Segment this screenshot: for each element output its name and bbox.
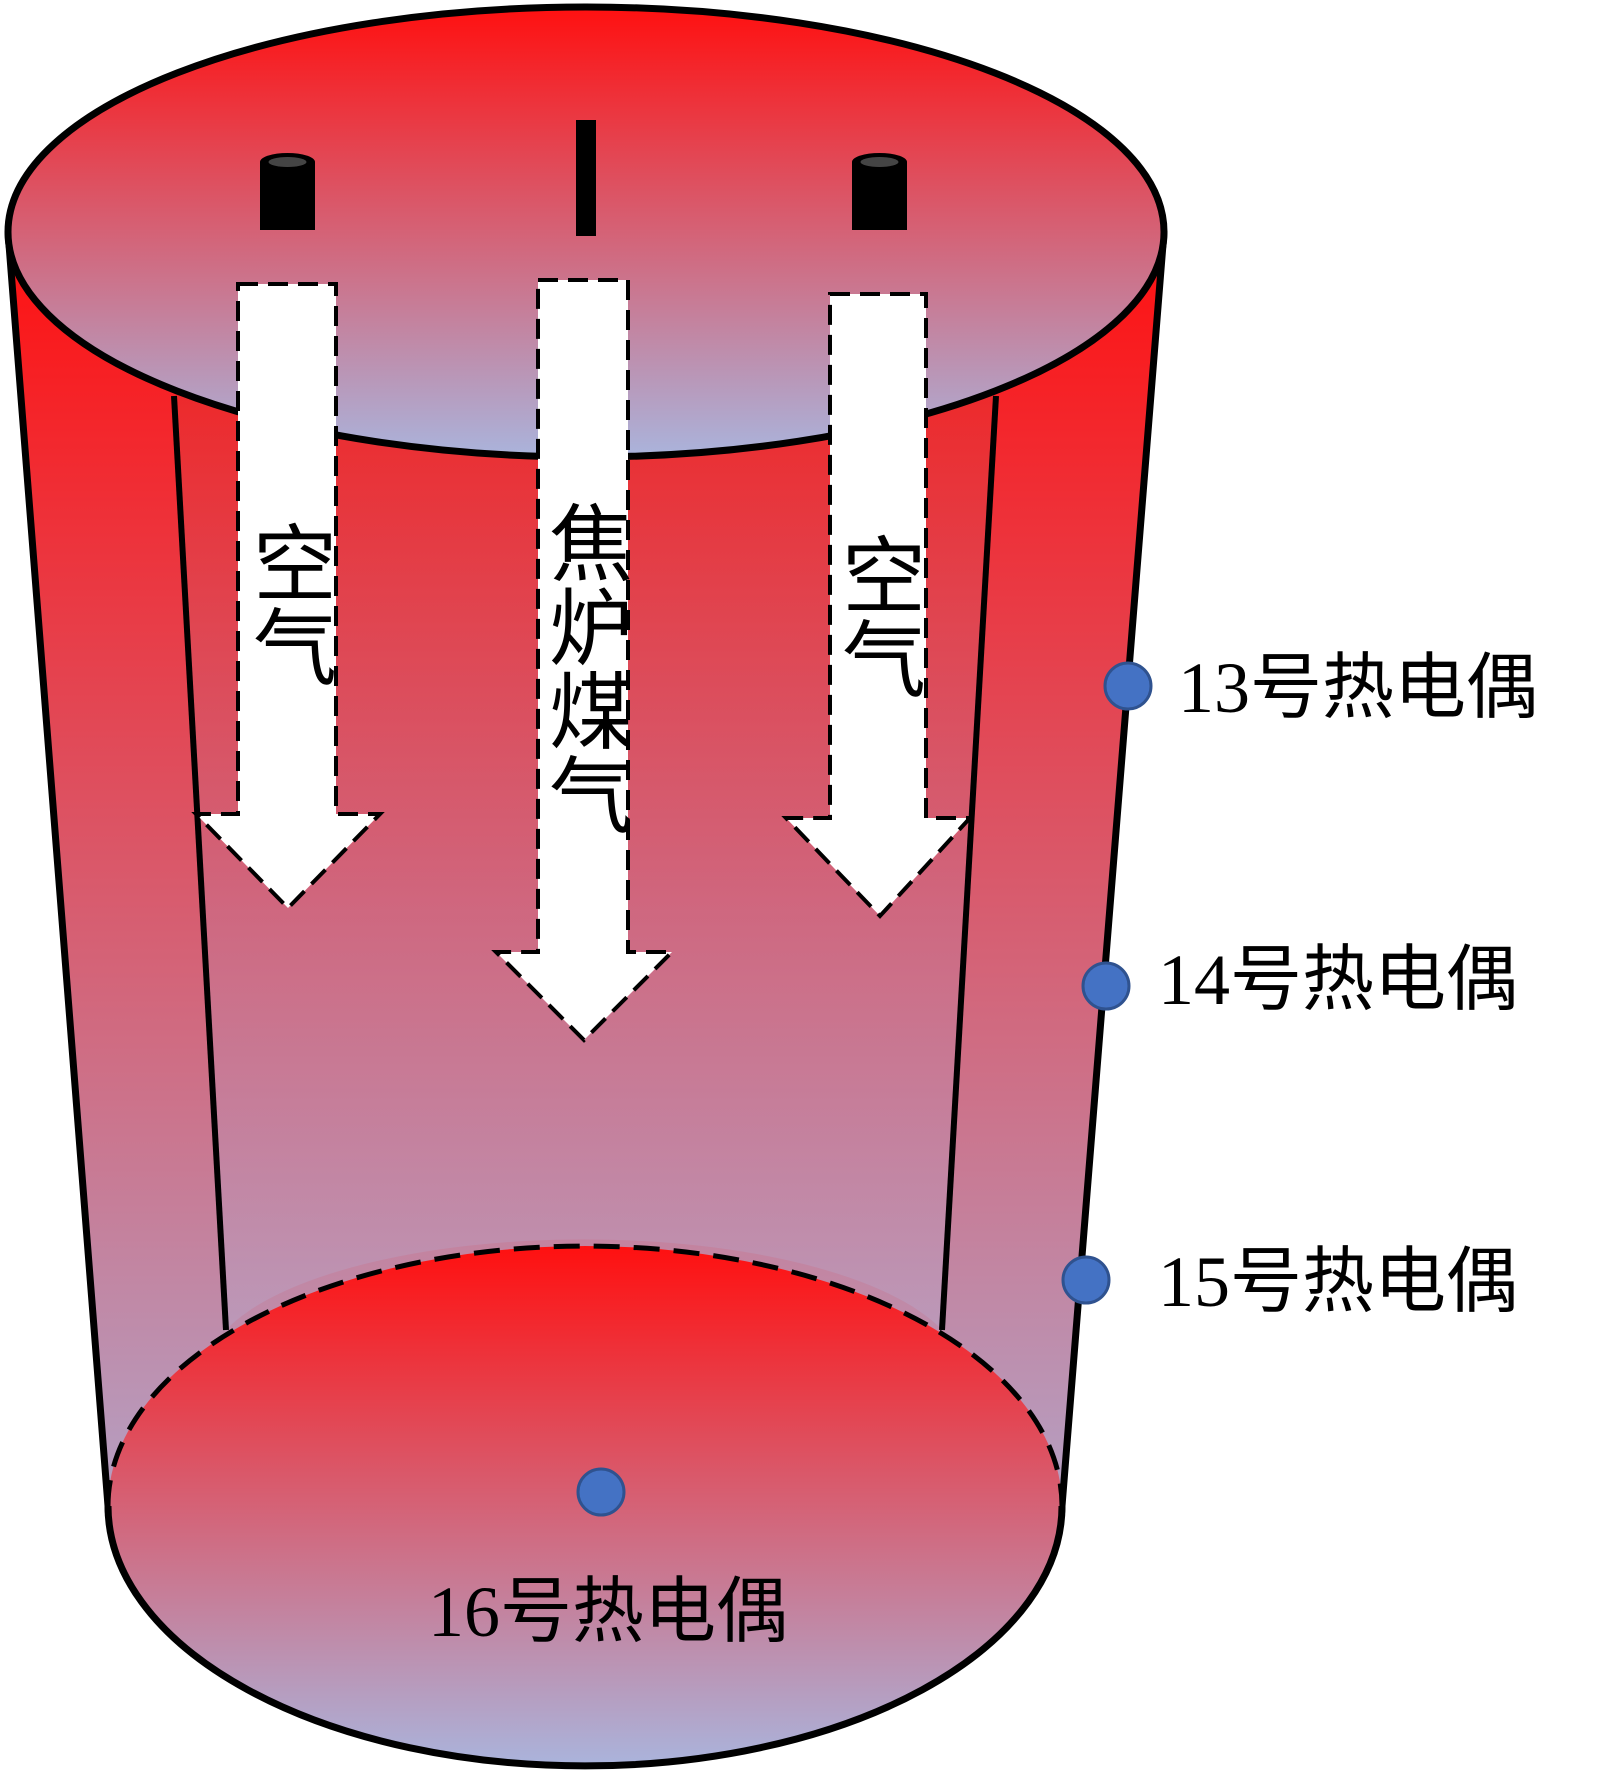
flow-label-left: 空气 xyxy=(241,520,335,688)
inner-wall-left xyxy=(171,395,229,1331)
thermocouple-15-label: 15号热电偶 xyxy=(1158,1242,1518,1322)
nozzle-left xyxy=(260,153,315,230)
thermocouple-13-marker xyxy=(1103,661,1153,711)
thermocouple-15-marker xyxy=(1061,1255,1111,1305)
inner-wall-right xyxy=(939,395,999,1331)
nozzle-center xyxy=(576,120,596,236)
thermocouple-14-label: 14号热电偶 xyxy=(1158,940,1518,1020)
thermocouple-14-marker xyxy=(1081,961,1131,1011)
thermocouple-16-marker xyxy=(576,1467,626,1517)
bottom-rim-back xyxy=(105,1243,1065,1507)
flow-label-center: 焦炉煤气 xyxy=(537,500,631,836)
thermocouple-13-label: 13号热电偶 xyxy=(1178,648,1538,728)
flow-label-right: 空气 xyxy=(830,532,924,700)
thermocouple-16-label: 16号热电偶 xyxy=(428,1572,788,1652)
nozzle-right xyxy=(852,153,907,230)
air-arrow-right xyxy=(781,292,975,919)
gas-arrow-center xyxy=(491,278,677,1043)
bottom-rim-front xyxy=(104,1505,1066,1770)
air-arrow-left xyxy=(191,282,385,911)
